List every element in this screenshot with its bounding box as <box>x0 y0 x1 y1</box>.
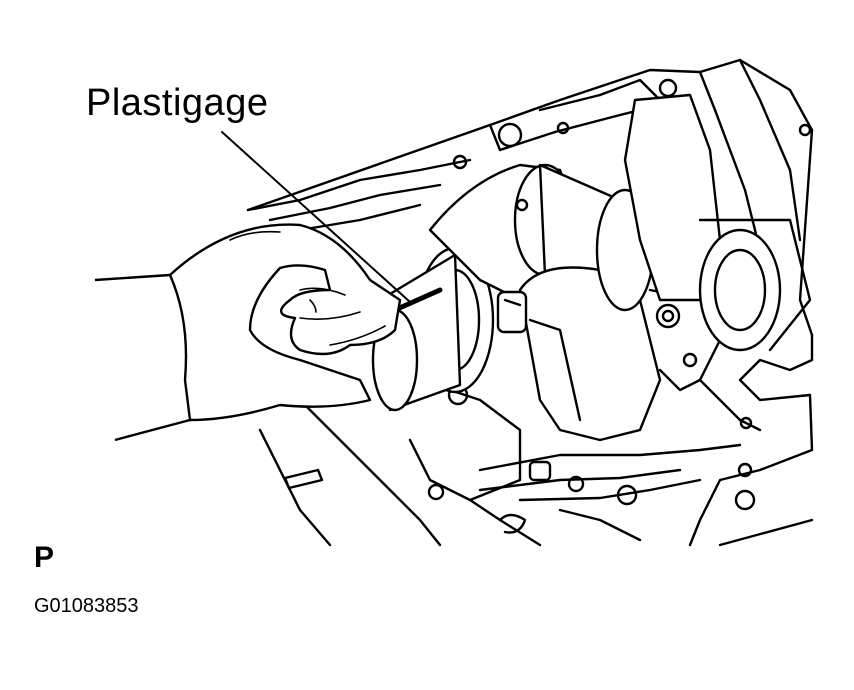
figure-code: G01083853 <box>34 595 139 617</box>
plastigage-strip <box>392 287 443 313</box>
callout-leader-line <box>221 131 411 303</box>
plastigage-label: Plastigage <box>86 82 269 124</box>
cylinder-block <box>246 58 814 547</box>
crankshaft <box>371 93 812 442</box>
hand <box>94 223 402 442</box>
bearing-caps <box>258 288 762 547</box>
view-marker: P <box>34 541 55 574</box>
